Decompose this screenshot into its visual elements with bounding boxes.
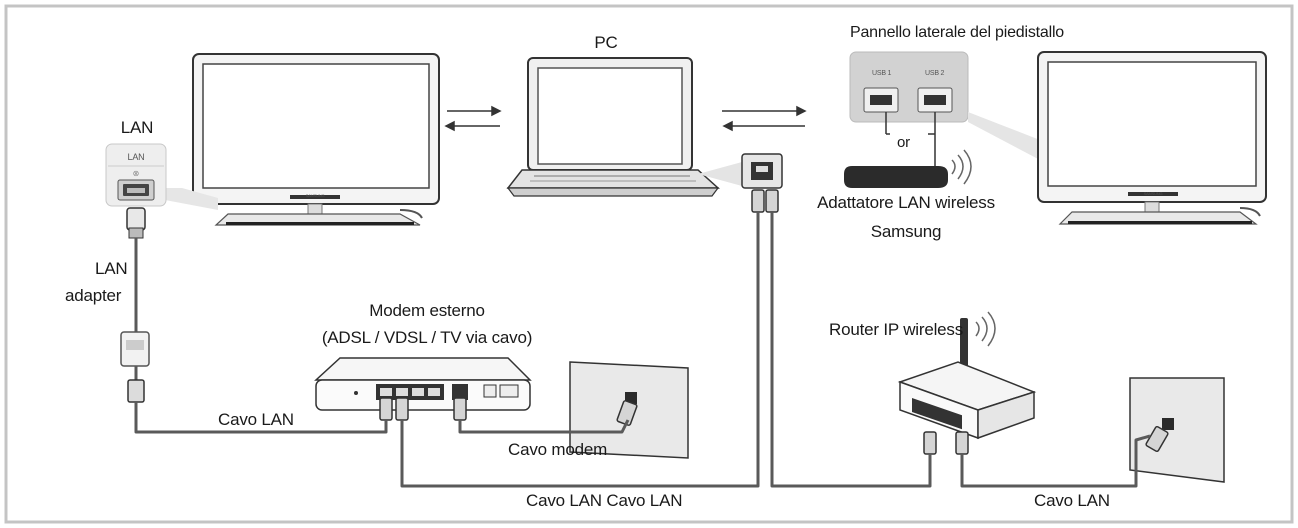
wireless-adapter-label-1: Adattatore LAN wireless — [817, 193, 995, 212]
arrows-pc-tv — [722, 105, 807, 132]
modem-label-2: (ADSL / VDSL / TV via cavo) — [321, 328, 533, 347]
wireless-lan-adapter — [844, 149, 972, 188]
side-panel-label: Pannello laterale del piedistallo — [850, 24, 1064, 41]
side-panel — [849, 51, 1040, 166]
cable-lan-bottom-label: Cavo LAN Cavo LAN — [526, 491, 683, 510]
modem-label-1: Modem esterno — [369, 301, 485, 320]
cable-lan-left-label: Cavo LAN — [218, 410, 294, 429]
laptop-pc — [506, 57, 720, 197]
lan-adapter-label-2: adapter — [65, 286, 122, 305]
wall-outlet-modem — [569, 361, 689, 459]
or-label: or — [897, 134, 910, 151]
lan-adapter — [120, 207, 150, 403]
cable-modem-label: Cavo modem — [508, 440, 608, 459]
tv-right — [1037, 51, 1267, 225]
cables — [134, 212, 1151, 488]
laptop-lan-port — [698, 153, 783, 213]
usb1-label: USB 1 — [872, 70, 892, 77]
lan-adapter-label-1: LAN — [95, 259, 128, 278]
wireless-router — [897, 311, 1037, 455]
pc-label: PC — [594, 33, 618, 52]
tv-right-brand: SAMSUNG — [1143, 191, 1163, 196]
router-label: Router IP wireless — [829, 320, 964, 339]
cable-lan-right-label: Cavo LAN — [1034, 491, 1110, 510]
wall-outlet-router — [1129, 377, 1225, 483]
external-modem — [314, 357, 532, 421]
tv-left — [192, 53, 440, 226]
wireless-adapter-label-2: Samsung — [870, 222, 942, 241]
arrows-tv-pc — [444, 105, 502, 132]
usb2-label: USB 2 — [925, 70, 945, 77]
lan-port-label: LAN — [120, 118, 154, 137]
lan-port-panel: ⊗ — [105, 143, 218, 210]
diagram-frame — [4, 4, 1294, 524]
tv-left-brand: SAMSUNG — [305, 193, 325, 198]
svg-text:⊗: ⊗ — [133, 169, 140, 178]
lan-port-small-label: LAN — [127, 152, 145, 162]
